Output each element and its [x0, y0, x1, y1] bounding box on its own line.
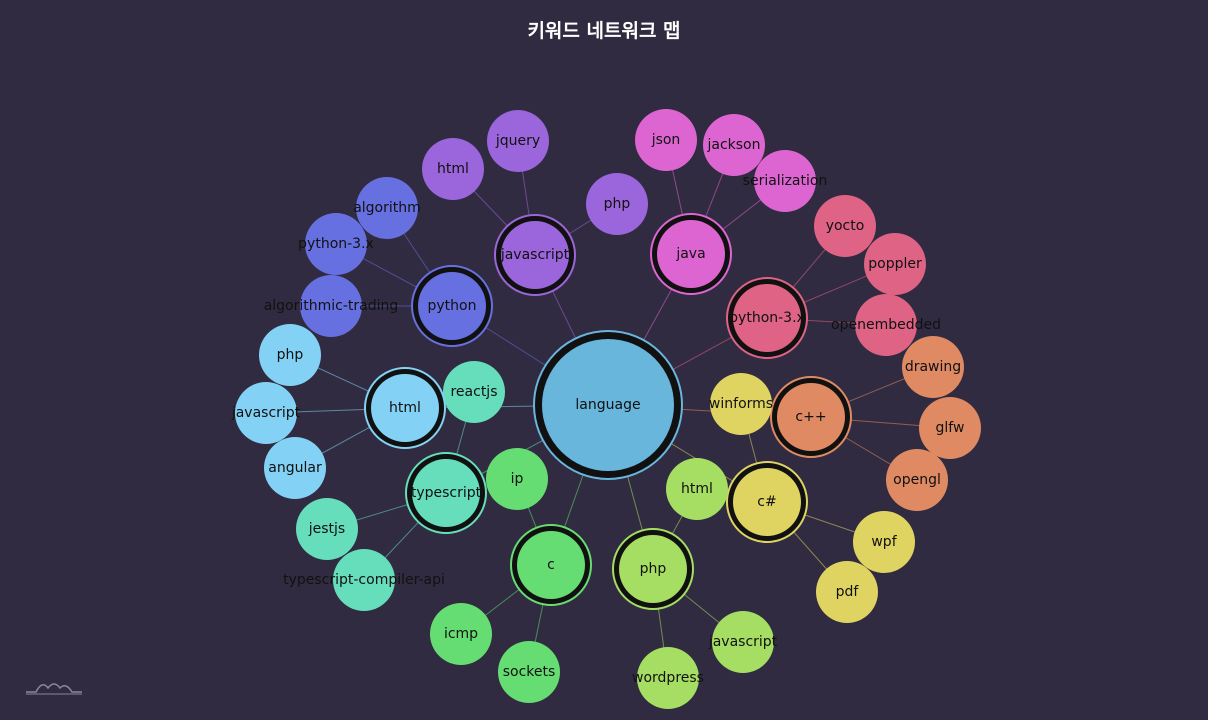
node-label-hub: java — [675, 246, 705, 262]
node-label-leaf: winforms — [709, 396, 773, 412]
node-leaf-python-3-x-openembedded[interactable]: openembedded — [831, 294, 941, 356]
node-hub-c[interactable]: c++ — [770, 376, 852, 458]
node-label-leaf: drawing — [905, 359, 961, 375]
node-leaf-typescript-reactjs[interactable]: reactjs — [443, 361, 505, 423]
node-leaf-php-javascript[interactable]: javascript — [708, 611, 778, 673]
node-label-leaf: opengl — [893, 472, 941, 488]
node-label-leaf: typescript-compiler-api — [283, 572, 445, 588]
node-hub-php[interactable]: php — [612, 528, 694, 610]
node-leaf-javascript-jquery[interactable]: jquery — [487, 110, 549, 172]
chart-logo-icon — [26, 683, 82, 695]
node-label-hub: c# — [757, 494, 776, 510]
node-label-leaf: html — [437, 161, 469, 177]
node-leaf-javascript-php[interactable]: php — [586, 173, 648, 235]
node-label-leaf: php — [277, 347, 304, 363]
node-hub-typescript[interactable]: typescript — [405, 452, 487, 534]
node-leaf-html-javascript[interactable]: javascript — [231, 382, 301, 444]
node-label-hub: python — [428, 298, 477, 314]
node-label-leaf: php — [604, 196, 631, 212]
node-label-leaf: angular — [268, 460, 322, 476]
node-label-leaf: sockets — [503, 664, 556, 680]
node-leaf-java-json[interactable]: json — [635, 109, 697, 171]
node-leaf-c-drawing[interactable]: drawing — [902, 336, 964, 398]
node-hub-python[interactable]: python — [411, 265, 493, 347]
node-label-hub: html — [389, 400, 421, 416]
node-label-leaf: poppler — [868, 256, 922, 272]
node-label-leaf: ip — [511, 471, 524, 487]
node-leaf-python-algorithmic-trading[interactable]: algorithmic-trading — [264, 275, 399, 337]
node-leaf-java-serialization[interactable]: serialization — [743, 150, 828, 212]
node-label-leaf: wpf — [871, 534, 897, 550]
node-label-leaf: yocto — [826, 218, 865, 234]
node-label-leaf: wordpress — [632, 670, 704, 686]
node-label-leaf: javascript — [708, 634, 778, 650]
node-label-hub: javascript — [500, 247, 570, 263]
node-leaf-c-wpf[interactable]: wpf — [853, 511, 915, 573]
node-label-leaf: pdf — [836, 584, 860, 600]
node-leaf-c-sockets[interactable]: sockets — [498, 641, 560, 703]
node-leaf-html-angular[interactable]: angular — [264, 437, 326, 499]
node-label-leaf: json — [651, 132, 681, 148]
node-hub-python-3-x[interactable]: python-3.x — [726, 277, 808, 359]
node-label-leaf: html — [681, 481, 713, 497]
node-root-language[interactable]: language — [533, 330, 683, 480]
node-label-leaf: reactjs — [450, 384, 497, 400]
node-label-leaf: algorithmic-trading — [264, 298, 399, 314]
node-label-leaf: icmp — [444, 626, 478, 642]
node-hub-html[interactable]: html — [364, 367, 446, 449]
node-label-root: language — [575, 397, 640, 413]
node-hub-javascript[interactable]: javascript — [494, 214, 576, 296]
node-leaf-python-3-x-poppler[interactable]: poppler — [864, 233, 926, 295]
node-label-leaf: openembedded — [831, 317, 941, 333]
node-leaf-c-opengl[interactable]: opengl — [886, 449, 948, 511]
node-leaf-python-3-x-yocto[interactable]: yocto — [814, 195, 876, 257]
node-label-leaf: jestjs — [308, 521, 345, 537]
node-leaf-c-icmp[interactable]: icmp — [430, 603, 492, 665]
node-leaf-javascript-html[interactable]: html — [422, 138, 484, 200]
node-label-leaf: python-3.x — [298, 236, 374, 252]
node-label-leaf: jackson — [706, 137, 760, 153]
node-label-hub: python-3.x — [729, 310, 805, 326]
node-label-hub: c — [547, 557, 555, 573]
chart-title: 키워드 네트워크 맵 — [527, 20, 681, 42]
node-leaf-python-algorithm[interactable]: algorithm — [353, 177, 421, 239]
node-leaf-php-wordpress[interactable]: wordpress — [632, 647, 704, 709]
node-leaf-java-jackson[interactable]: jackson — [703, 114, 765, 176]
node-leaf-c-pdf[interactable]: pdf — [816, 561, 878, 623]
node-label-hub: typescript — [411, 485, 482, 501]
node-hub-c[interactable]: c# — [726, 461, 808, 543]
node-layer: language html jquery php javascript json jacks… — [231, 109, 981, 709]
node-label-leaf: javascript — [231, 405, 301, 421]
node-label-leaf: serialization — [743, 173, 828, 189]
node-label-leaf: glfw — [936, 420, 965, 436]
node-label-hub: c++ — [795, 409, 826, 425]
node-hub-java[interactable]: java — [650, 213, 732, 295]
node-label-leaf: jquery — [495, 133, 540, 149]
node-leaf-html-php[interactable]: php — [259, 324, 321, 386]
node-label-leaf: algorithm — [353, 200, 421, 216]
node-hub-c[interactable]: c — [510, 524, 592, 606]
node-leaf-typescript-typescript-compiler-api[interactable]: typescript-compiler-api — [283, 549, 445, 611]
node-label-hub: php — [640, 561, 667, 577]
node-leaf-c-glfw[interactable]: glfw — [919, 397, 981, 459]
node-leaf-php-html[interactable]: html — [666, 458, 728, 520]
node-leaf-c-winforms[interactable]: winforms — [709, 373, 773, 435]
node-leaf-c-ip[interactable]: ip — [486, 448, 548, 510]
node-leaf-python-python-3-x[interactable]: python-3.x — [298, 213, 374, 275]
node-leaf-typescript-jestjs[interactable]: jestjs — [296, 498, 358, 560]
